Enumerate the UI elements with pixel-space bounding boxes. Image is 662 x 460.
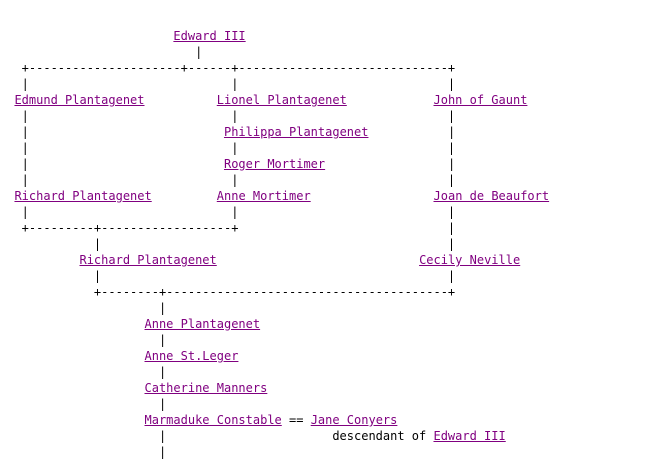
connector-text: | | | <box>0 109 456 123</box>
tree-line: Anne St.Leger <box>0 348 239 364</box>
connector-text <box>0 189 14 203</box>
connector-text: | | <box>0 237 456 251</box>
connector-text: | <box>0 333 167 347</box>
connector-text: | <box>0 365 167 379</box>
tree-line: | | | <box>0 140 455 156</box>
connector-text: | <box>0 397 167 411</box>
connector-text: | <box>0 45 203 59</box>
tree-line: | <box>0 444 166 460</box>
person-link[interactable]: Edward III <box>173 29 246 43</box>
person-link[interactable]: Roger Mortimer <box>223 157 326 171</box>
connector-text: | <box>0 445 167 459</box>
tree-line: Edward III <box>0 28 246 44</box>
connector-text: | | | <box>0 141 456 155</box>
connector-text <box>145 93 217 107</box>
connector-text <box>311 189 434 203</box>
tree-line: | | <box>0 268 455 284</box>
tree-line: | | <box>0 236 455 252</box>
person-link[interactable]: Richard Plantagenet <box>79 253 217 267</box>
tree-line: +--------+------------------------------… <box>0 284 455 300</box>
connector-text: | | | <box>0 205 456 219</box>
connector-text: | <box>0 301 167 315</box>
tree-line: | <box>0 364 166 380</box>
person-link[interactable]: Joan de Beaufort <box>433 189 550 203</box>
connector-text <box>0 29 173 43</box>
connector-text <box>0 317 145 331</box>
person-link[interactable]: Anne St.Leger <box>144 349 239 363</box>
tree-line: Anne Plantagenet <box>0 316 261 332</box>
connector-text <box>347 93 434 107</box>
tree-line: +---------------------+------+----------… <box>0 60 455 76</box>
tree-line: | descendant of Edward III <box>0 428 506 444</box>
tree-line: | | | <box>0 172 455 188</box>
person-link[interactable]: Edward III <box>433 429 506 443</box>
connector-text <box>0 381 145 395</box>
person-link[interactable]: John of Gaunt <box>433 93 528 107</box>
tree-line: | | | <box>0 204 455 220</box>
person-link[interactable]: Richard Plantagenet <box>14 189 152 203</box>
connector-text <box>152 189 217 203</box>
connector-text: | <box>368 125 456 139</box>
tree-line: | Roger Mortimer | <box>0 156 456 172</box>
person-link[interactable]: Anne Plantagenet <box>144 317 261 331</box>
person-link[interactable]: Philippa Plantagenet <box>223 125 369 139</box>
person-link[interactable]: Anne Mortimer <box>216 189 311 203</box>
connector-text: | | <box>0 269 456 283</box>
tree-line: Edmund Plantagenet Lionel Plantagenet Jo… <box>0 92 527 108</box>
connector-text: | <box>325 157 456 171</box>
connector-text: | <box>0 157 224 171</box>
person-link[interactable]: Lionel Plantagenet <box>216 93 347 107</box>
tree-line: | | | <box>0 108 455 124</box>
connector-text: +--------+------------------------------… <box>0 285 456 299</box>
connector-text: == <box>281 413 311 427</box>
person-link[interactable]: Jane Conyers <box>310 413 398 427</box>
connector-text <box>0 349 145 363</box>
connector-text <box>0 93 14 107</box>
person-link[interactable]: Cecily Neville <box>419 253 521 267</box>
connector-text <box>0 413 145 427</box>
connector-text <box>217 253 419 267</box>
connector-text <box>0 253 79 267</box>
tree-line: Catherine Manners <box>0 380 268 396</box>
connector-text: | descendant of <box>0 429 434 443</box>
tree-line: | <box>0 44 202 60</box>
connector-text: +---------+------------------+ | <box>0 221 456 235</box>
tree-line: | Philippa Plantagenet | <box>0 124 456 140</box>
tree-line: | <box>0 300 166 316</box>
tree-line: Richard Plantagenet Cecily Neville <box>0 252 520 268</box>
connector-text: | <box>0 125 224 139</box>
person-link[interactable]: Marmaduke Constable <box>144 413 282 427</box>
connector-text: | | | <box>0 77 456 91</box>
tree-line: | <box>0 396 166 412</box>
connector-text: | | | <box>0 173 456 187</box>
tree-line: | <box>0 332 166 348</box>
person-link[interactable]: Edmund Plantagenet <box>14 93 145 107</box>
connector-text: +---------------------+------+----------… <box>0 61 456 75</box>
tree-line: | | | <box>0 76 455 92</box>
tree-line: Marmaduke Constable == Jane Conyers <box>0 412 398 428</box>
tree-line: +---------+------------------+ | <box>0 220 455 236</box>
person-link[interactable]: Catherine Manners <box>144 381 268 395</box>
tree-line: Richard Plantagenet Anne Mortimer Joan d… <box>0 188 549 204</box>
